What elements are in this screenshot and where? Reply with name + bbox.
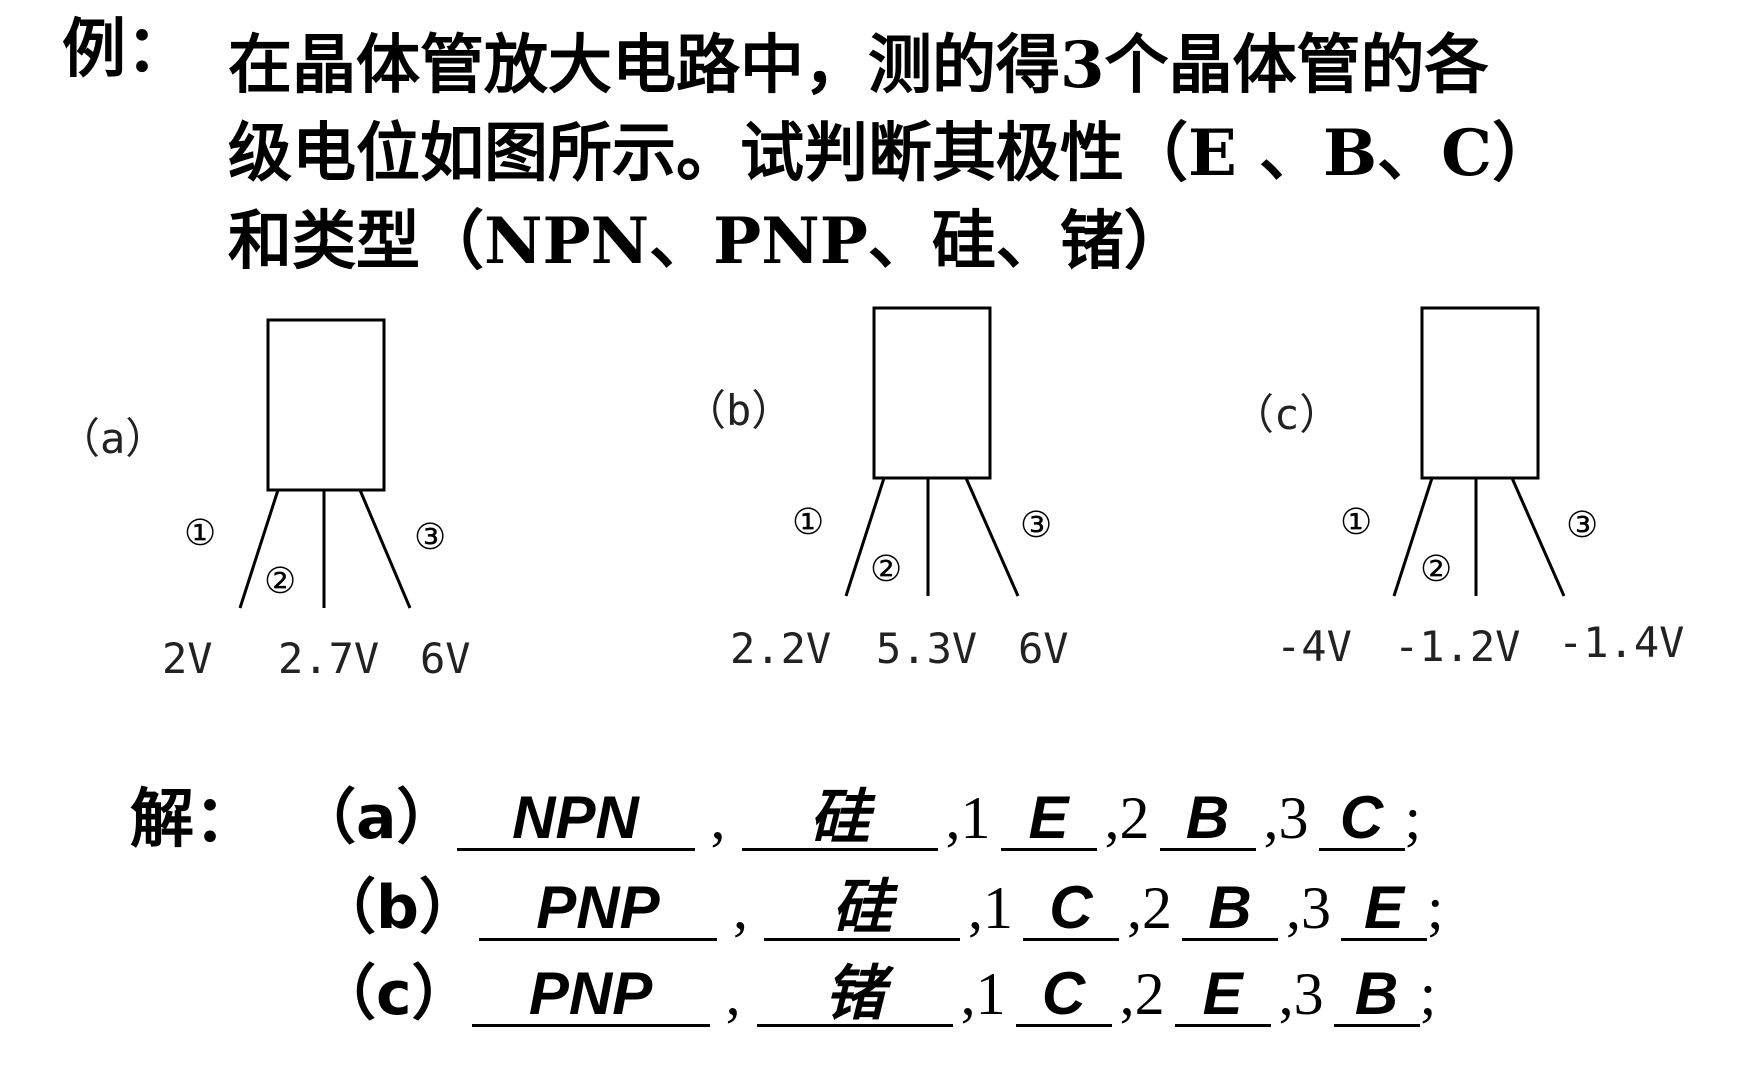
answer-row-c-comma-3: , xyxy=(1119,961,1135,1027)
answer-row-c-pin-3: B xyxy=(1333,964,1420,1027)
transistor-b-body xyxy=(872,306,992,480)
transistor-c-voltage-1: -4V xyxy=(1276,622,1352,671)
transistor-a-voltage-3: 6V xyxy=(420,634,471,683)
transistor-c-pin-1: ① xyxy=(1340,502,1373,543)
answer-row-b-comma-2: , xyxy=(967,875,983,941)
transistor-b-pin-2: ② xyxy=(870,549,903,590)
answer-row-b-comma-1: , xyxy=(732,875,748,941)
answer-row-a-type: NPN xyxy=(456,788,695,851)
transistor-b-lead-1 xyxy=(844,477,886,597)
transistor-a-pin-1: ① xyxy=(184,513,217,554)
transistor-c-pin-3: ③ xyxy=(1566,505,1599,546)
answer-row-a-pin-1: E xyxy=(1000,788,1097,851)
answer-row-c-end: ; xyxy=(1419,961,1437,1027)
answer-row-a-pin-3: C xyxy=(1318,788,1405,851)
answer-row-c-num-2: 2 xyxy=(1134,961,1165,1027)
transistor-a-label: （a） xyxy=(58,414,168,463)
answer-row-a-num-2: 2 xyxy=(1119,785,1150,851)
answer-row-a-num-1: 1 xyxy=(960,785,991,851)
answer-row-b-num-1: 1 xyxy=(982,875,1013,941)
answer-row-a-comma-3: , xyxy=(1104,785,1120,851)
example-prefix: 例： xyxy=(62,12,190,87)
transistor-b-voltage-2: 5.3V xyxy=(876,624,978,673)
answer-row-b-end: ; xyxy=(1426,875,1444,941)
transistor-c-voltage-3: -1.4V xyxy=(1558,618,1685,667)
transistor-a-pin-3: ③ xyxy=(414,517,447,558)
answer-row-b-pin-2: B xyxy=(1181,878,1278,941)
answer-row-b-pin-1: C xyxy=(1022,878,1119,941)
answer-row-a-comma-2: , xyxy=(945,785,961,851)
transistor-a-lead-3 xyxy=(358,489,412,609)
answer-row-a-end: ; xyxy=(1404,785,1422,851)
transistor-a-voltage-2: 2.7V xyxy=(278,634,380,683)
answer-row-c-comma-2: , xyxy=(960,961,976,1027)
transistor-b-voltage-3: 6V xyxy=(1018,624,1069,673)
transistor-c-lead-1 xyxy=(1392,477,1434,597)
answer-row-b-num-3: 3 xyxy=(1300,875,1331,941)
transistor-b-pin-3: ③ xyxy=(1020,505,1053,546)
transistor-c-pin-2: ② xyxy=(1420,549,1453,590)
transistor-a-voltage-1: 2V xyxy=(162,634,213,683)
question-line-3: 和类型（NPN、PNP、硅、锗） xyxy=(228,204,1188,279)
transistor-b-lead-3 xyxy=(964,477,1020,597)
answer-row-c-num-3: 3 xyxy=(1293,961,1324,1027)
transistor-a-pin-2: ② xyxy=(264,561,297,602)
answer-row-b-label: （b） xyxy=(316,873,479,943)
transistor-c-body xyxy=(1420,306,1540,480)
answer-row-a-label: （a） xyxy=(296,783,457,853)
transistor-c-label: （c） xyxy=(1232,390,1342,439)
transistor-b-pin-1: ① xyxy=(792,502,825,543)
transistor-c-voltage-2: -1.2V xyxy=(1394,622,1521,671)
answer-row-a-num-3: 3 xyxy=(1278,785,1309,851)
answer-row-a-material: 硅 xyxy=(741,788,938,851)
transistor-b-voltage-1: 2.2V xyxy=(730,624,832,673)
answer-row-c-num-1: 1 xyxy=(975,961,1006,1027)
answer-row-c-pin-2: E xyxy=(1174,964,1271,1027)
answer-row-b-type: PNP xyxy=(478,878,717,941)
answer-row-c-pin-1: C xyxy=(1015,964,1112,1027)
answer-row-a-pin-2: B xyxy=(1159,788,1256,851)
answer-row-c-comma-4: , xyxy=(1278,961,1294,1027)
answer-row-b-material: 硅 xyxy=(763,878,960,941)
transistor-a-body xyxy=(266,318,386,492)
answer-row-c-comma-1: , xyxy=(725,961,741,1027)
question-line-1: 在晶体管放大电路中，测的得3个晶体管的各 xyxy=(228,28,1489,103)
answer-row-b-comma-3: , xyxy=(1126,875,1142,941)
answer-row-b-comma-4: , xyxy=(1285,875,1301,941)
answer-row-c-type: PNP xyxy=(471,964,710,1027)
transistor-b-label: （b） xyxy=(684,386,794,435)
answer-row-a-comma-4: , xyxy=(1263,785,1279,851)
answer-prefix: 解： xyxy=(130,782,258,857)
answer-row-c-material: 锗 xyxy=(756,964,953,1027)
answer-row-b-pin-3: E xyxy=(1340,878,1427,941)
question-line-2: 级电位如图所示。试判断其极性（E 、B、C） xyxy=(228,116,1557,191)
answer-row-c-label: （c） xyxy=(316,959,472,1029)
answer-row-a-comma-1: , xyxy=(710,785,726,851)
transistor-c-lead-3 xyxy=(1510,477,1566,597)
answer-row-b-num-2: 2 xyxy=(1141,875,1172,941)
transistor-a-lead-1 xyxy=(238,489,280,609)
